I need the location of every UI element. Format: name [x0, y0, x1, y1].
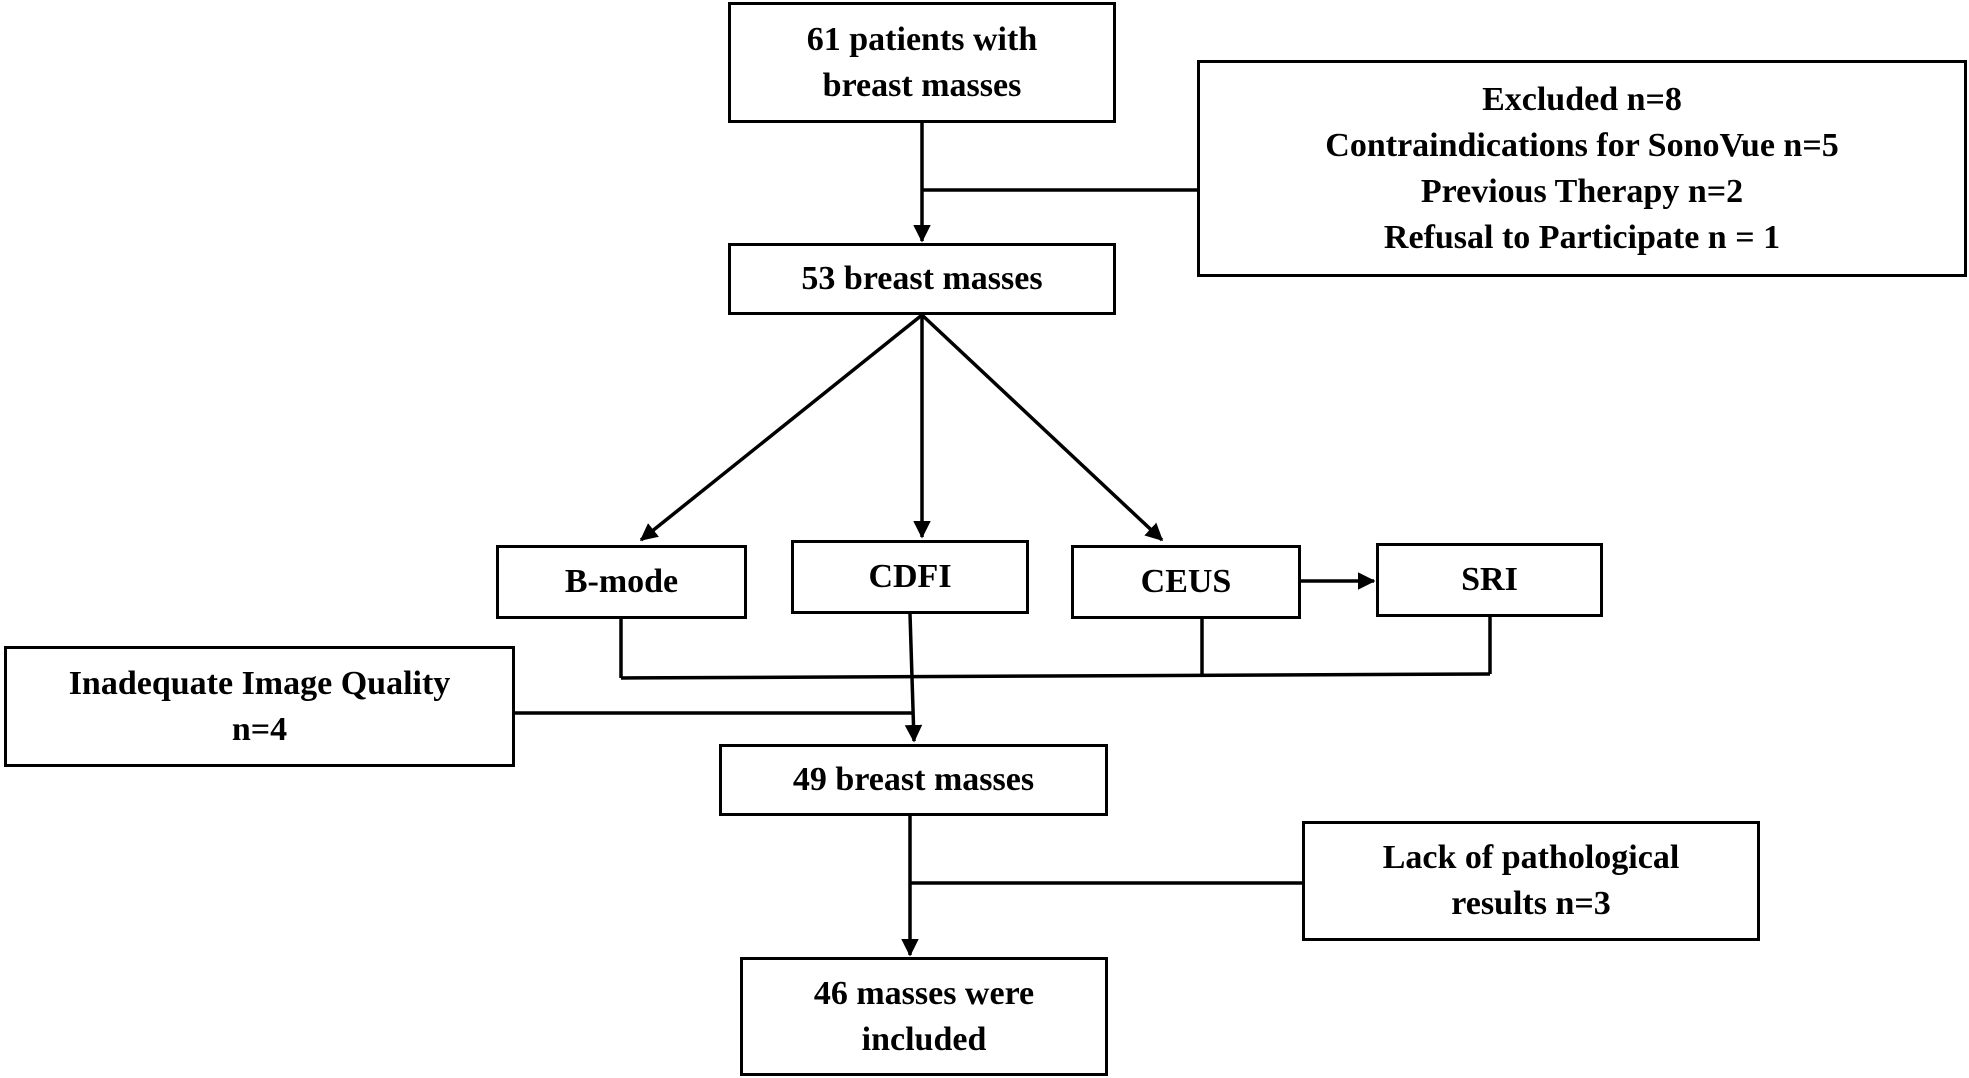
arrow-53-to-ceus [920, 313, 1164, 542]
box-excluded: Excluded n=8 Contraindications for SonoV… [1197, 60, 1967, 277]
box-text: CDFI [868, 558, 952, 595]
box-text: breast masses [822, 66, 1022, 104]
box-ceus: CEUS [1071, 545, 1301, 619]
box-text: 53 breast masses [801, 260, 1043, 297]
box-text: 46 masses were [813, 974, 1035, 1012]
box-text: SRI [1461, 561, 1518, 598]
box-46-masses-included: 46 masses were included [740, 957, 1108, 1076]
box-text: Refusal to Participate n = 1 [1383, 218, 1781, 256]
box-text: B-mode [564, 563, 679, 600]
box-text: results n=3 [1451, 885, 1611, 922]
line-collector [620, 672, 1491, 680]
arrow-cdfi-to-49 [904, 613, 923, 743]
box-text: Previous Therapy n=2 [1420, 172, 1744, 210]
box-text: 61 patients with [806, 20, 1038, 58]
box-text: Contraindications for SonoVue n=5 [1325, 126, 1839, 164]
arrow-53-to-bmode [639, 313, 924, 542]
box-49-breast-masses: 49 breast masses [719, 744, 1108, 816]
box-b-mode: B-mode [496, 545, 747, 619]
box-text: Lack of pathological [1382, 839, 1680, 876]
box-patients: 61 patients with breast masses [728, 2, 1116, 123]
box-text: CEUS [1140, 563, 1232, 600]
box-53-breast-masses: 53 breast masses [728, 243, 1116, 315]
box-cdfi: CDFI [791, 540, 1029, 614]
box-text: n=4 [231, 710, 288, 748]
box-text: Excluded n=8 [1482, 80, 1682, 118]
box-inadequate-image-quality: Inadequate Image Quality n=4 [4, 646, 515, 767]
box-text: 49 breast masses [792, 761, 1035, 798]
box-text: included [861, 1020, 987, 1058]
box-text: Inadequate Image Quality [68, 664, 451, 702]
box-sri: SRI [1376, 543, 1603, 617]
box-lack-of-pathological-results: Lack of pathological results n=3 [1302, 821, 1760, 941]
